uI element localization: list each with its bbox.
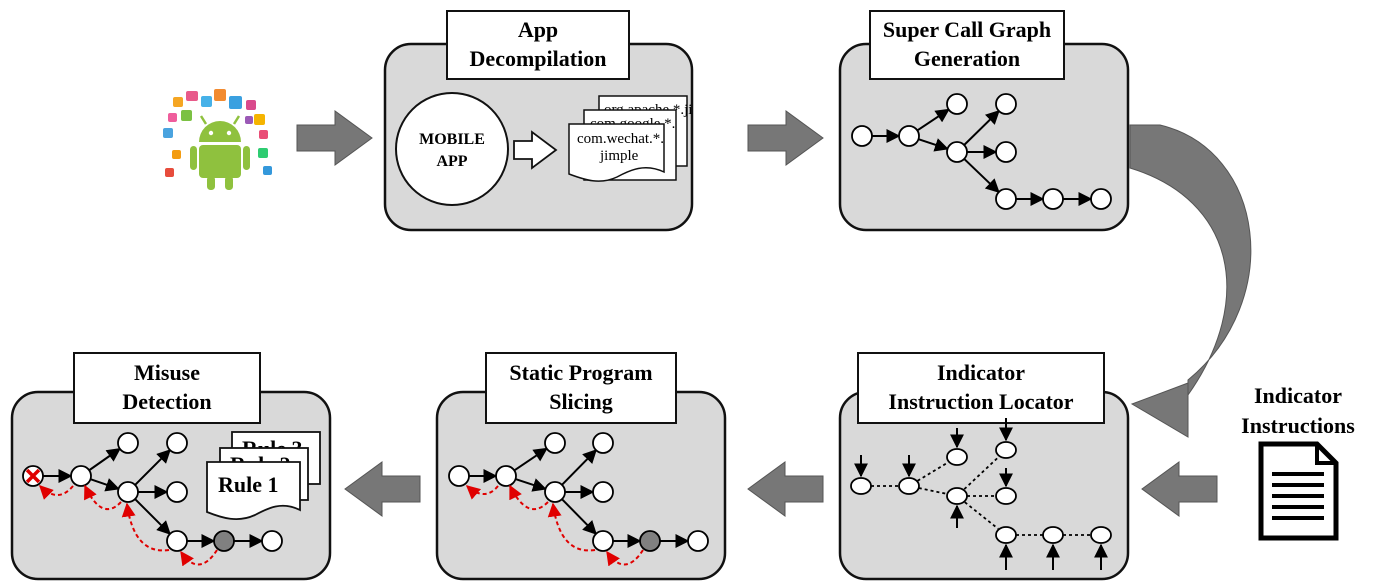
mobile-app-line2: APP [436,153,467,170]
graph-node [995,526,1017,544]
misuse-graph [22,432,283,567]
graph-edge [561,498,597,535]
slice-edge [509,484,549,511]
graph-node [995,93,1017,115]
flow-arrow-instructions-in [1141,461,1218,517]
sliced-graph [448,432,709,567]
graph-node [995,487,1017,505]
graph-edge [963,456,1000,490]
jimple-file-front-line1: com.wechat.*. [577,131,664,147]
graph-node [544,481,566,503]
graph-edge [88,447,121,472]
graph-node [1090,526,1112,544]
decompilation-title-line2: Decompilation [470,46,607,71]
graph-node [592,530,614,552]
graph-node [850,477,872,495]
slice-edge [39,485,74,500]
flow-arrow-locator-to-slicing [747,461,824,517]
panel-call-graph: Super Call Graph Generation [838,10,1130,232]
graph-node [995,141,1017,163]
android-app-cloud-icon [163,89,272,190]
slice-edge [180,549,218,567]
slice-edge [84,484,122,511]
graph-node [687,530,709,552]
graph-node [946,448,968,466]
flow-arrow-2 [747,110,824,166]
curved-flow-arrow [1129,124,1252,438]
panel-app-decompilation: App Decompilation MOBILE APP org.apache.… [383,10,694,232]
graph-node [946,93,968,115]
flow-arrow-1 [296,110,373,166]
locator-title-line1: Indicator [937,360,1025,385]
slice-edge [121,502,170,552]
slice-edge [606,549,644,567]
graph-edge [916,108,950,132]
graph-node [1090,188,1112,210]
graph-edge [515,478,547,492]
misuse-title-line2: Detection [122,389,211,414]
panel-instruction-locator: Indicator Instruction Locator [838,352,1130,581]
graph-edge [964,501,999,530]
call-graph-title-line2: Generation [914,46,1020,71]
locator-title-line2: Instruction Locator [888,389,1073,414]
slice-edge [465,485,499,500]
graph-node [946,141,968,163]
slicing-title-line2: Slicing [549,389,613,414]
rule-front: Rule 1 [218,472,279,497]
graph-node [946,487,968,505]
graph-node [117,481,139,503]
graph-node [166,481,188,503]
graph-edge [918,138,949,152]
indicator-instructions-line2: Instructions [1241,413,1355,438]
indicator-graph [850,418,1112,570]
graph-node [448,465,470,487]
panel-misuse-detection: Misuse Detection Rule 3 Rule 2 Rule 1 [10,352,332,581]
graph-node [592,481,614,503]
call-graph-title-line1: Super Call Graph [883,17,1051,42]
graph-node [495,465,517,487]
slice-edge [547,502,596,552]
graph-edge [917,461,949,482]
graph-node [639,530,661,552]
graph-node [166,432,188,454]
graph-node [166,530,188,552]
decompilation-title-line1: App [518,17,558,42]
graph-edge [134,498,171,535]
graph-node [592,432,614,454]
panel-program-slicing: Static Program Slicing [435,352,727,581]
misuse-title-line1: Misuse [134,360,200,385]
graph-node [261,530,283,552]
call-graph [851,93,1112,210]
graph-edge [90,478,120,492]
graph-node [898,477,920,495]
graph-node [851,125,873,147]
red-cross-icon [25,468,41,484]
graph-node [1042,188,1064,210]
graph-node [995,188,1017,210]
graph-node [544,432,566,454]
slicing-title-line1: Static Program [509,360,652,385]
jimple-file-front-line2: jimple [599,148,639,164]
graph-edge [561,449,597,486]
graph-edge [513,447,548,472]
document-icon [1258,441,1339,541]
graph-edge [134,449,171,486]
graph-node [1042,526,1064,544]
graph-node [213,530,235,552]
graph-node [70,465,92,487]
flow-arrow-slicing-to-misuse [344,461,421,517]
graph-node [995,441,1017,459]
graph-edge [918,487,948,495]
graph-node [898,125,920,147]
indicator-instructions: Indicator Instructions [1241,383,1355,541]
graph-edge [963,158,1000,194]
indicator-instructions-line1: Indicator [1254,383,1342,408]
mobile-app-line1: MOBILE [419,131,485,148]
graph-edge [963,110,1000,146]
graph-node [117,432,139,454]
